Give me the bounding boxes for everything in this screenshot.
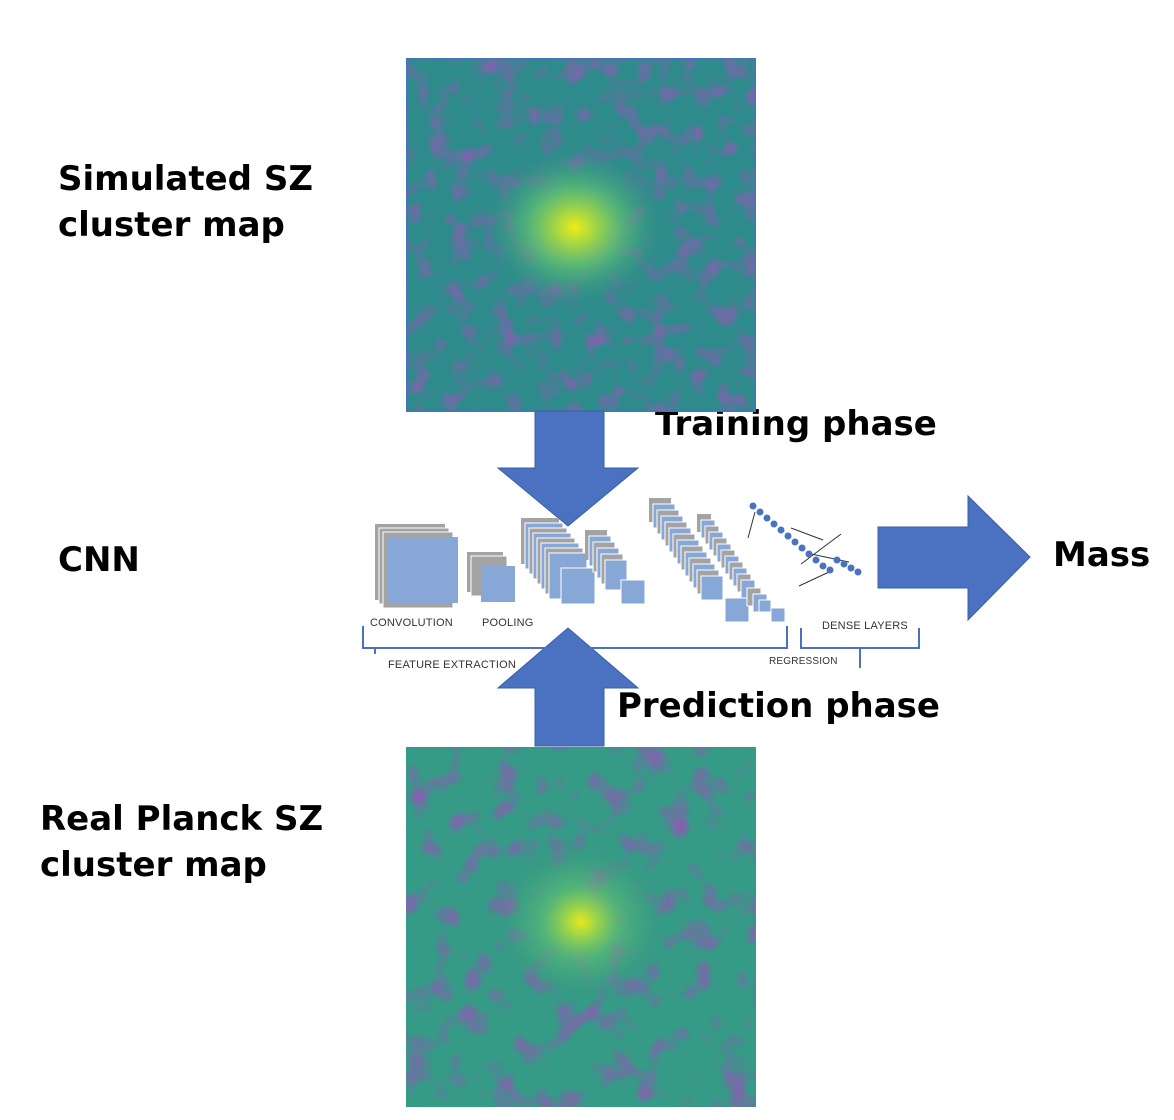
pooling-caption: POOLING [482,617,534,629]
pooling-stack-2 [585,530,646,605]
convolution-stack-3 [649,498,750,623]
dense-layers-caption: DENSE LAYERS [822,620,908,632]
cnn-label: CNN [58,540,140,580]
real-map-label-line1: Real Planck SZ [40,799,324,839]
real-planck-sz-map [406,747,756,1107]
dense-layers-bracket [800,628,920,668]
pooling-stack-3 [697,514,786,623]
training-arrow [496,410,640,527]
prediction-arrow [496,627,640,747]
prediction-phase-label: Prediction phase [617,686,940,726]
mass-label: Mass [1053,535,1151,575]
simulated-map-label-line2: cluster map [58,205,285,245]
real-map-label-line2: cluster map [40,845,267,885]
convolution-stack-2 [521,518,596,605]
convolution-layer [375,524,458,609]
dense-layers-neurons [747,502,862,587]
simulated-map-label-line1: Simulated SZ [58,159,313,199]
cnn-architecture-diagram [362,498,920,668]
simulated-sz-map [406,58,756,412]
feature-extraction-caption: FEATURE EXTRACTION [388,659,517,671]
convolution-caption: CONVOLUTION [370,617,453,629]
regression-caption: REGRESSION [769,656,838,667]
feature-extraction-bracket [362,626,788,654]
pooling-layer [467,552,515,602]
mass-arrow [877,494,1031,622]
real-map-label: Real Planck SZ cluster map [40,796,323,888]
simulated-map-label: Simulated SZ cluster map [58,156,313,248]
